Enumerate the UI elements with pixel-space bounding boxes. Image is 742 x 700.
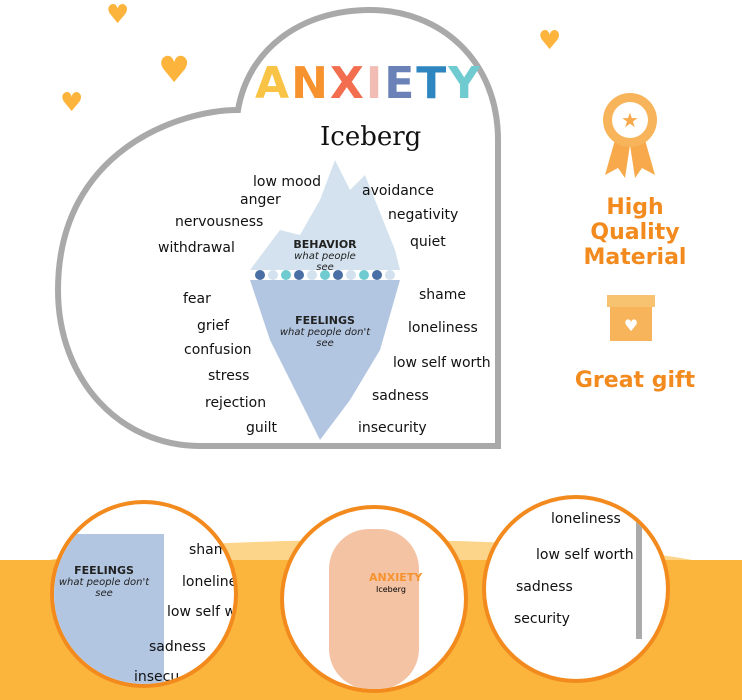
word: low self worth — [393, 355, 491, 371]
iceberg-bottom — [250, 280, 400, 440]
word: nervousness — [175, 214, 264, 230]
word: stress — [208, 368, 250, 384]
waterline-dots — [255, 270, 395, 280]
heart-title: ANXIETY — [255, 58, 483, 109]
heart-decoration-icon: ♥ — [538, 26, 562, 56]
word: fear — [183, 291, 211, 307]
heart-subtitle: Iceberg — [320, 122, 422, 152]
word: insecurity — [358, 420, 427, 436]
zoom-circle-hand: ANXIETY Iceberg — [280, 505, 468, 693]
feature-gift: Great gift — [574, 368, 696, 393]
word: sadness — [372, 388, 429, 404]
word: anger — [240, 192, 281, 208]
zoom-circle-right: loneliness low self worth sadness securi… — [482, 495, 670, 683]
word: quiet — [410, 234, 446, 250]
word: avoidance — [362, 183, 434, 199]
word: negativity — [388, 207, 459, 223]
word: grief — [197, 318, 230, 334]
svg-text:★: ★ — [621, 108, 639, 132]
feature-quality: High Quality Material — [583, 195, 687, 270]
word: shame — [419, 287, 466, 303]
gift-box-icon: ♥ — [607, 295, 655, 341]
word: rejection — [205, 395, 267, 411]
heart-decoration-icon: ♥ — [106, 0, 130, 30]
word: low mood — [253, 174, 322, 190]
word: confusion — [184, 342, 252, 358]
heart-decoration-icon: ♥ — [60, 88, 84, 118]
svg-text:♥: ♥ — [624, 316, 638, 335]
iceberg-top — [250, 160, 400, 270]
word: guilt — [246, 420, 278, 436]
word: loneliness — [408, 320, 478, 336]
word: withdrawal — [158, 240, 235, 256]
heart-decoration-icon: ♥ — [158, 50, 191, 91]
award-ribbon-icon: ★ — [603, 93, 657, 178]
